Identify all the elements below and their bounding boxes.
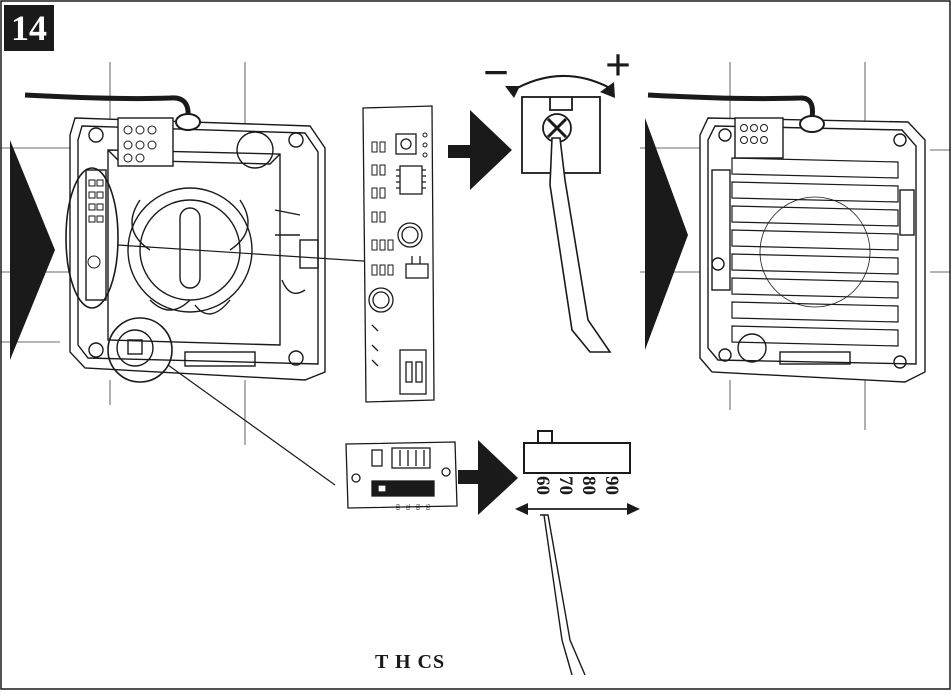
- slide-arrowhead-left: [515, 503, 528, 515]
- control-pcb: [362, 105, 435, 403]
- cable-grommet-right: [799, 115, 825, 133]
- sensor-leader-line: [167, 364, 336, 486]
- adjust-minus-sign: −: [483, 47, 509, 98]
- fan-unit-closed: [699, 117, 926, 383]
- sensor-callout-circle: [107, 317, 173, 383]
- humidity-scale-labels: 60 70 80 90: [532, 476, 622, 495]
- board-scale-label: 90: [424, 504, 430, 510]
- humidity-scale-70: 70: [555, 476, 576, 495]
- model-code-label: T H CS: [375, 651, 446, 673]
- power-cable-left: [24, 92, 191, 119]
- rotation-arc: [509, 74, 611, 93]
- pcb-to-potentiometer-arrow: [448, 110, 512, 190]
- pcb-leader-line: [117, 244, 379, 263]
- screwdriver-icon: [549, 137, 612, 353]
- left-insert-arrow: [10, 140, 55, 360]
- board-scale-label: 70: [404, 504, 410, 510]
- board-scale-label: 80: [414, 504, 420, 510]
- step-number-badge: 14: [4, 5, 54, 51]
- adjust-plus-sign: +: [605, 39, 631, 90]
- humidity-scale-60: 60: [532, 476, 553, 495]
- screwdriver-thin-icon: [540, 514, 586, 676]
- pcb-callout-ellipse: [65, 167, 119, 309]
- board-scale-labels: 60 70 80 90: [394, 504, 430, 510]
- board-to-slider-arrow: [458, 440, 518, 515]
- arc-arrowhead-right: [600, 82, 615, 98]
- humidity-scale-90: 90: [601, 476, 622, 495]
- right-insert-arrow: [645, 118, 688, 350]
- humidity-selector-board: [345, 441, 458, 509]
- fan-unit-open: [69, 117, 326, 381]
- arc-arrowhead-left: [505, 86, 520, 98]
- cable-grommet-left: [175, 113, 201, 131]
- humidity-slider-detail: [523, 430, 631, 474]
- slide-arrowhead-right: [627, 503, 640, 515]
- board-scale-label: 60: [394, 504, 400, 510]
- humidity-scale-80: 80: [578, 476, 599, 495]
- power-cable-right: [647, 92, 815, 119]
